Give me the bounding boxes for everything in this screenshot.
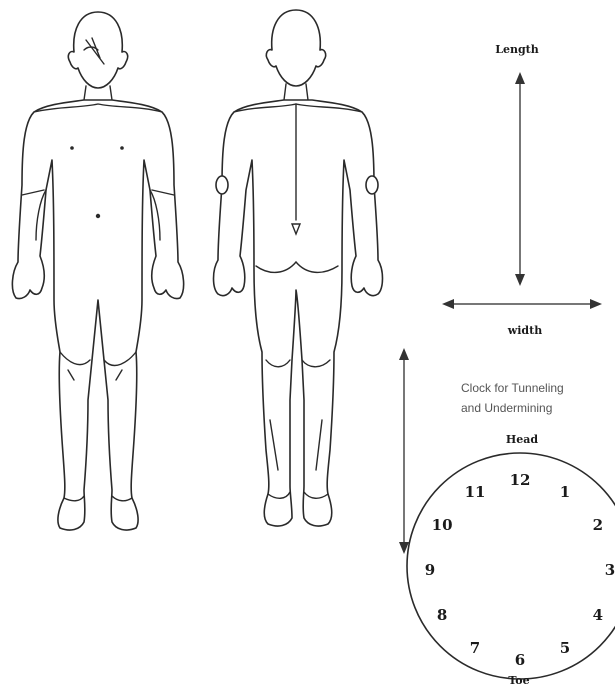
width-arrow-head-left bbox=[442, 299, 454, 309]
clock-number-3: 3 bbox=[605, 561, 615, 579]
clock-caption-line-2: and Undermining bbox=[461, 401, 552, 415]
clock-number-8: 8 bbox=[437, 606, 447, 624]
width-label: width bbox=[507, 324, 542, 337]
clock-head-label: Head bbox=[506, 433, 539, 446]
width-arrow-head-right bbox=[590, 299, 602, 309]
clock-caption-line-1: Clock for Tunneling bbox=[461, 381, 564, 395]
clock-number-1: 1 bbox=[560, 483, 570, 501]
clock-number-11: 11 bbox=[465, 483, 486, 501]
back-body-figure bbox=[214, 10, 383, 526]
clock-number-5: 5 bbox=[560, 639, 570, 657]
clock-number-10: 10 bbox=[432, 516, 453, 534]
clock-number-7: 7 bbox=[470, 639, 480, 657]
clock-number-9: 9 bbox=[425, 561, 435, 579]
tunneling-clock: Clock for Tunneling and Undermining Head… bbox=[407, 381, 615, 687]
front-body-figure bbox=[12, 12, 183, 530]
length-label: Length bbox=[495, 43, 539, 56]
clock-number-6: 6 bbox=[515, 651, 525, 669]
length-arrow-head-top bbox=[515, 72, 525, 84]
vertical-side-arrow-head-top bbox=[399, 348, 409, 360]
clock-number-12: 12 bbox=[510, 471, 531, 489]
clock-number-2: 2 bbox=[593, 516, 603, 534]
length-arrow-head-bottom bbox=[515, 274, 525, 286]
clock-toe-label: Toe bbox=[508, 674, 529, 687]
clock-number-4: 4 bbox=[593, 606, 603, 624]
